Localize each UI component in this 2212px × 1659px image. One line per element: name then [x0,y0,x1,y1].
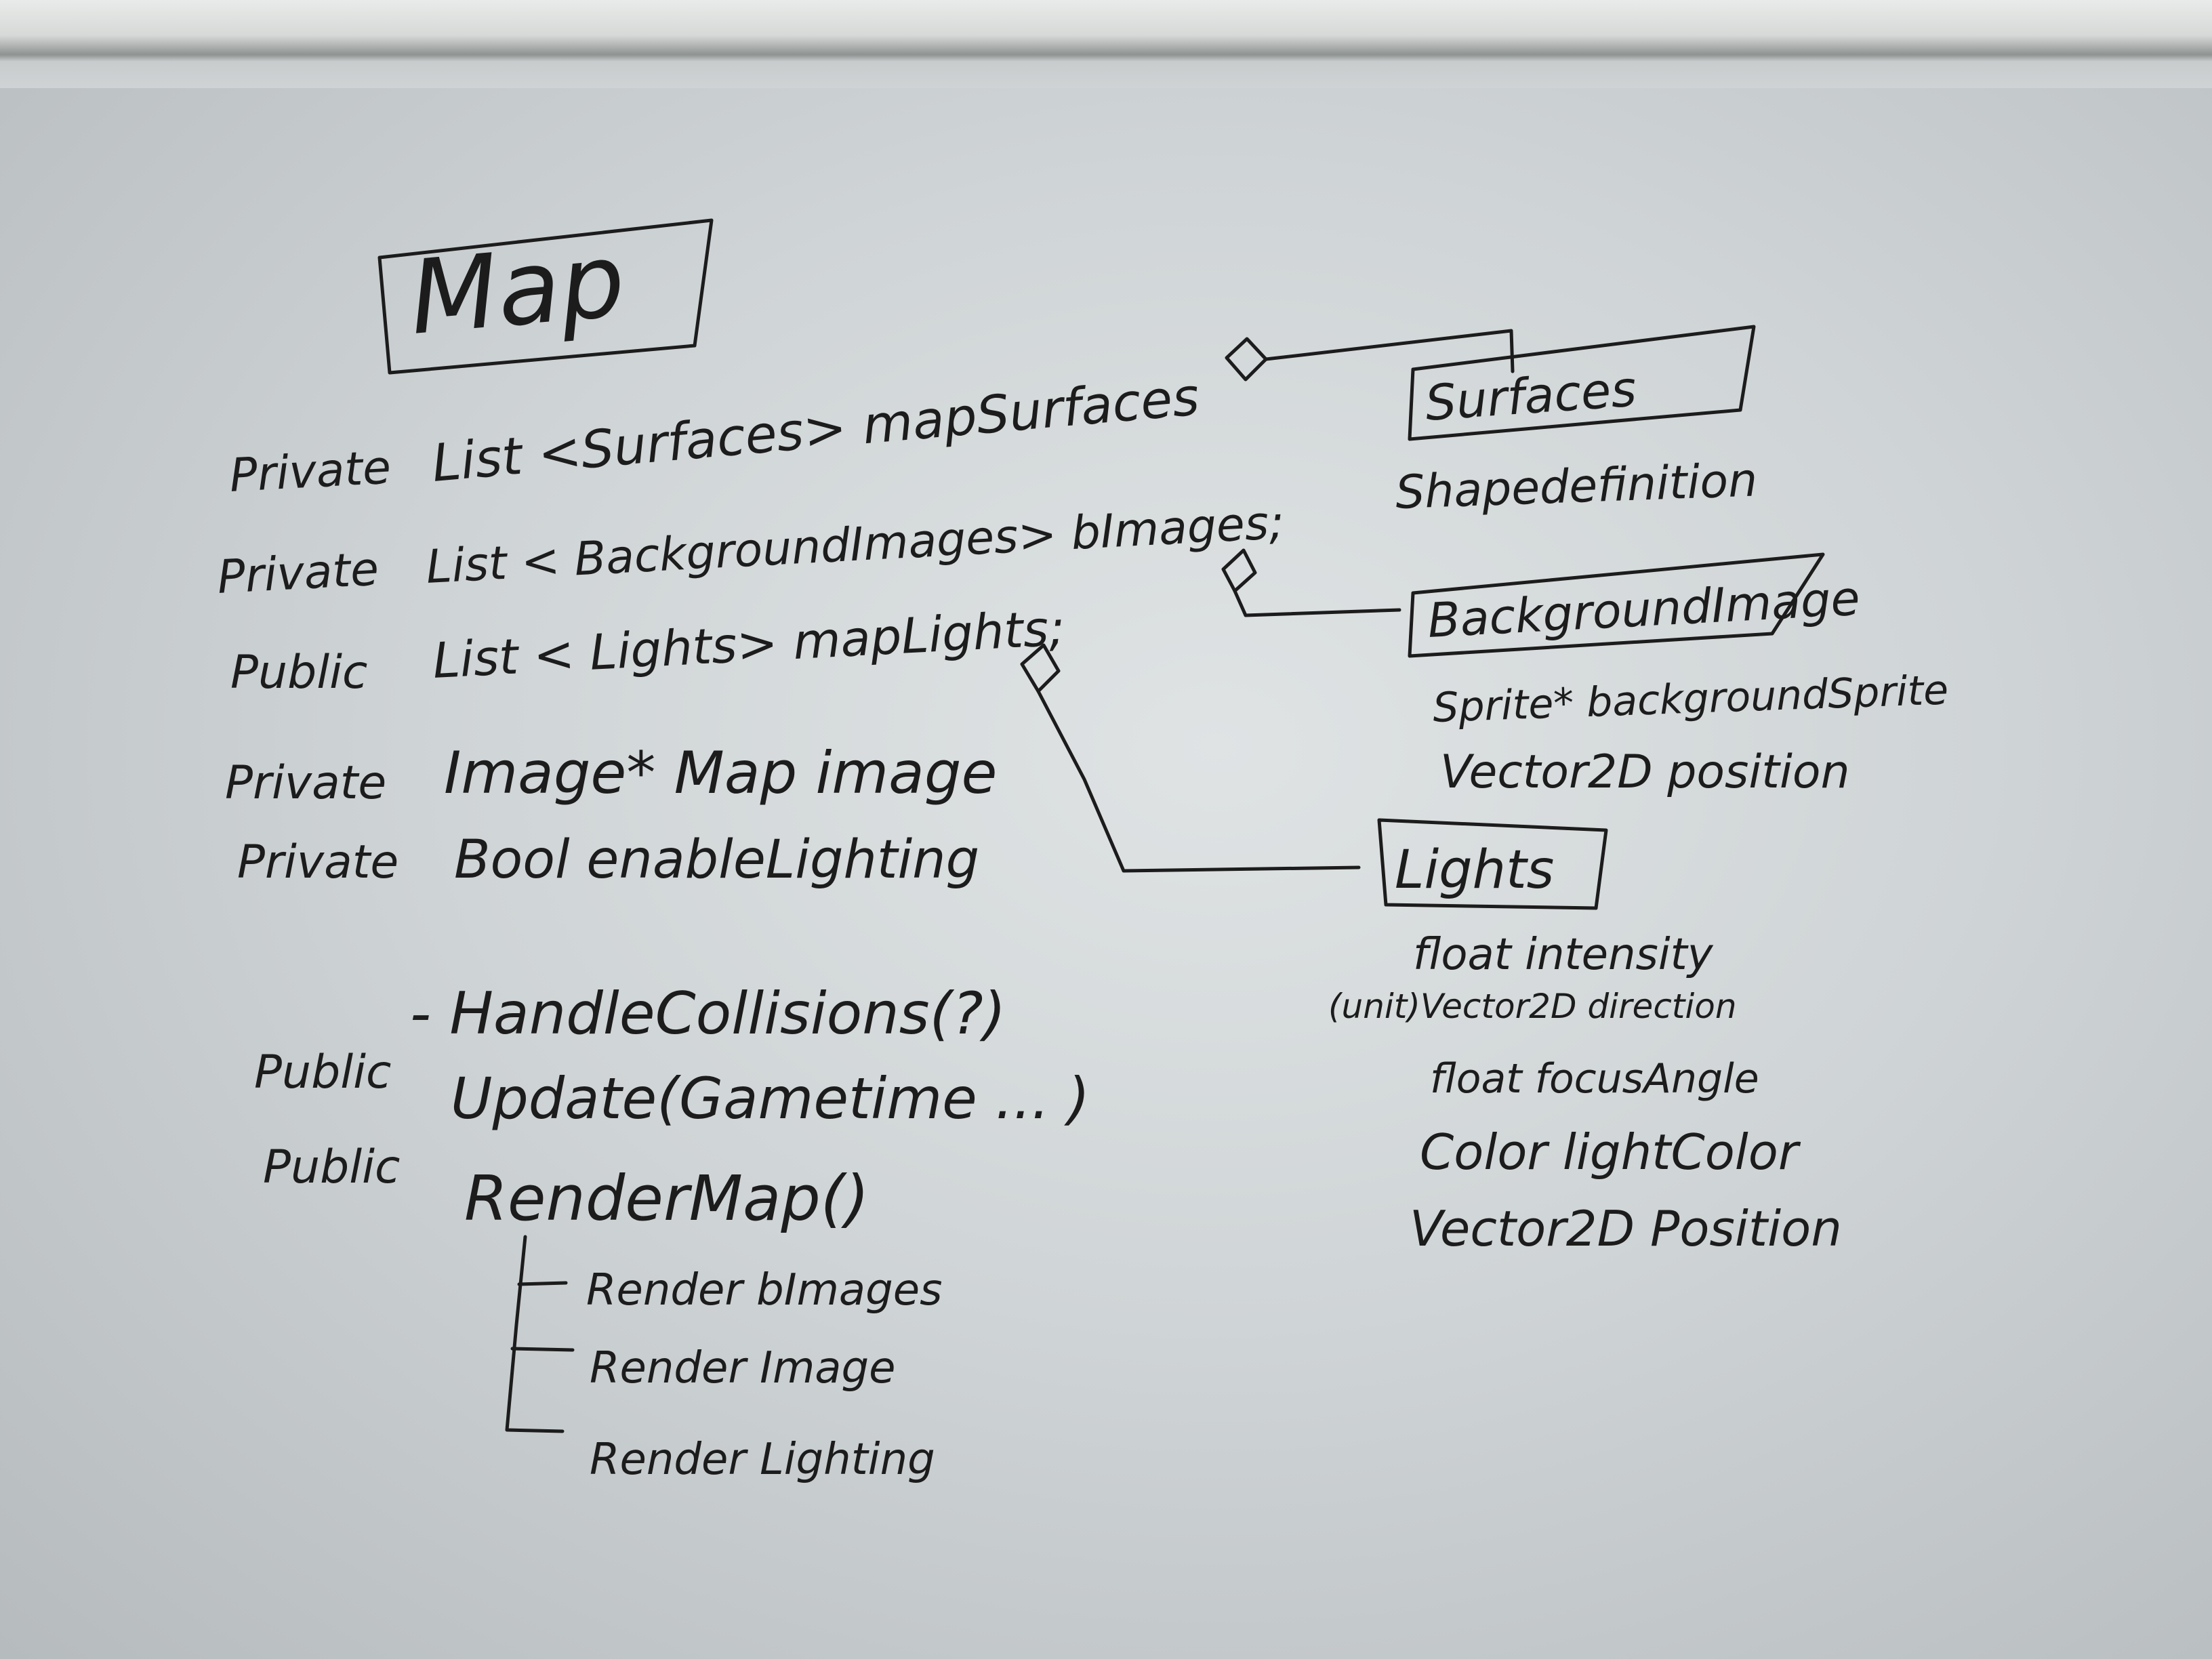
field-decl-3: List < Lights> mapLights; [431,599,1066,689]
lights-association-line [1036,689,1361,873]
field-access-4: Private [225,756,386,810]
render-step-3: Render Lighting [590,1435,935,1485]
map-class-box [377,218,714,375]
method-access-2: Public [254,1046,391,1099]
background-field-1: Sprite* backgroundSprite [1432,666,1949,732]
surfaces-field-1: Shapedefinition [1395,453,1759,520]
field-decl-2: List < BackgroundImages> bImages; [425,496,1286,594]
background-association-line [1233,589,1401,617]
field-access-3: Public [230,646,367,699]
method-decl-3: RenderMap() [464,1162,869,1235]
render-tree-branch-2 [510,1347,575,1352]
lights-class-box [1377,818,1608,910]
surfaces-association-line [1264,329,1515,373]
surfaces-aggregation-diamond [1225,337,1268,382]
field-access-2: Private [216,543,380,605]
background-class-title: BackgroundImage [1427,571,1862,649]
field-access-1: Private [228,441,392,503]
render-tree-branch-1 [517,1281,568,1286]
lights-aggregation-diamond [1020,643,1061,693]
whiteboard-frame [0,0,2212,88]
lights-field-3: float focusAngle [1430,1055,1759,1103]
field-decl-1: List <Surfaces> mapSurfaces [430,366,1202,493]
surfaces-class-box [1408,325,1756,441]
method-decl-2: Update(Gametime ... ) [451,1065,1090,1132]
lights-field-1: float intensity [1413,930,1714,980]
render-step-2: Render Image [590,1343,896,1393]
render-step-1: Render bImages [586,1265,942,1315]
lights-class-title: Lights [1395,840,1554,901]
map-class-title: Map [405,222,630,358]
render-tree-bracket [505,1235,565,1433]
lights-field-5: Vector2D Position [1410,1200,1842,1257]
method-access-3: Public [263,1141,400,1194]
field-decl-4: Image* Map image [444,739,997,807]
background-aggregation-diamond [1221,548,1257,593]
field-decl-5: Bool enableLighting [454,830,979,890]
method-decl-1: - HandleCollisions(?) [410,980,1006,1048]
field-access-5: Private [237,836,398,889]
lights-field-4: Color lightColor [1420,1124,1801,1181]
lights-field-2: (unit)Vector2D direction [1328,987,1737,1026]
background-class-box [1408,552,1825,658]
background-field-2: Vector2D position [1440,745,1850,799]
